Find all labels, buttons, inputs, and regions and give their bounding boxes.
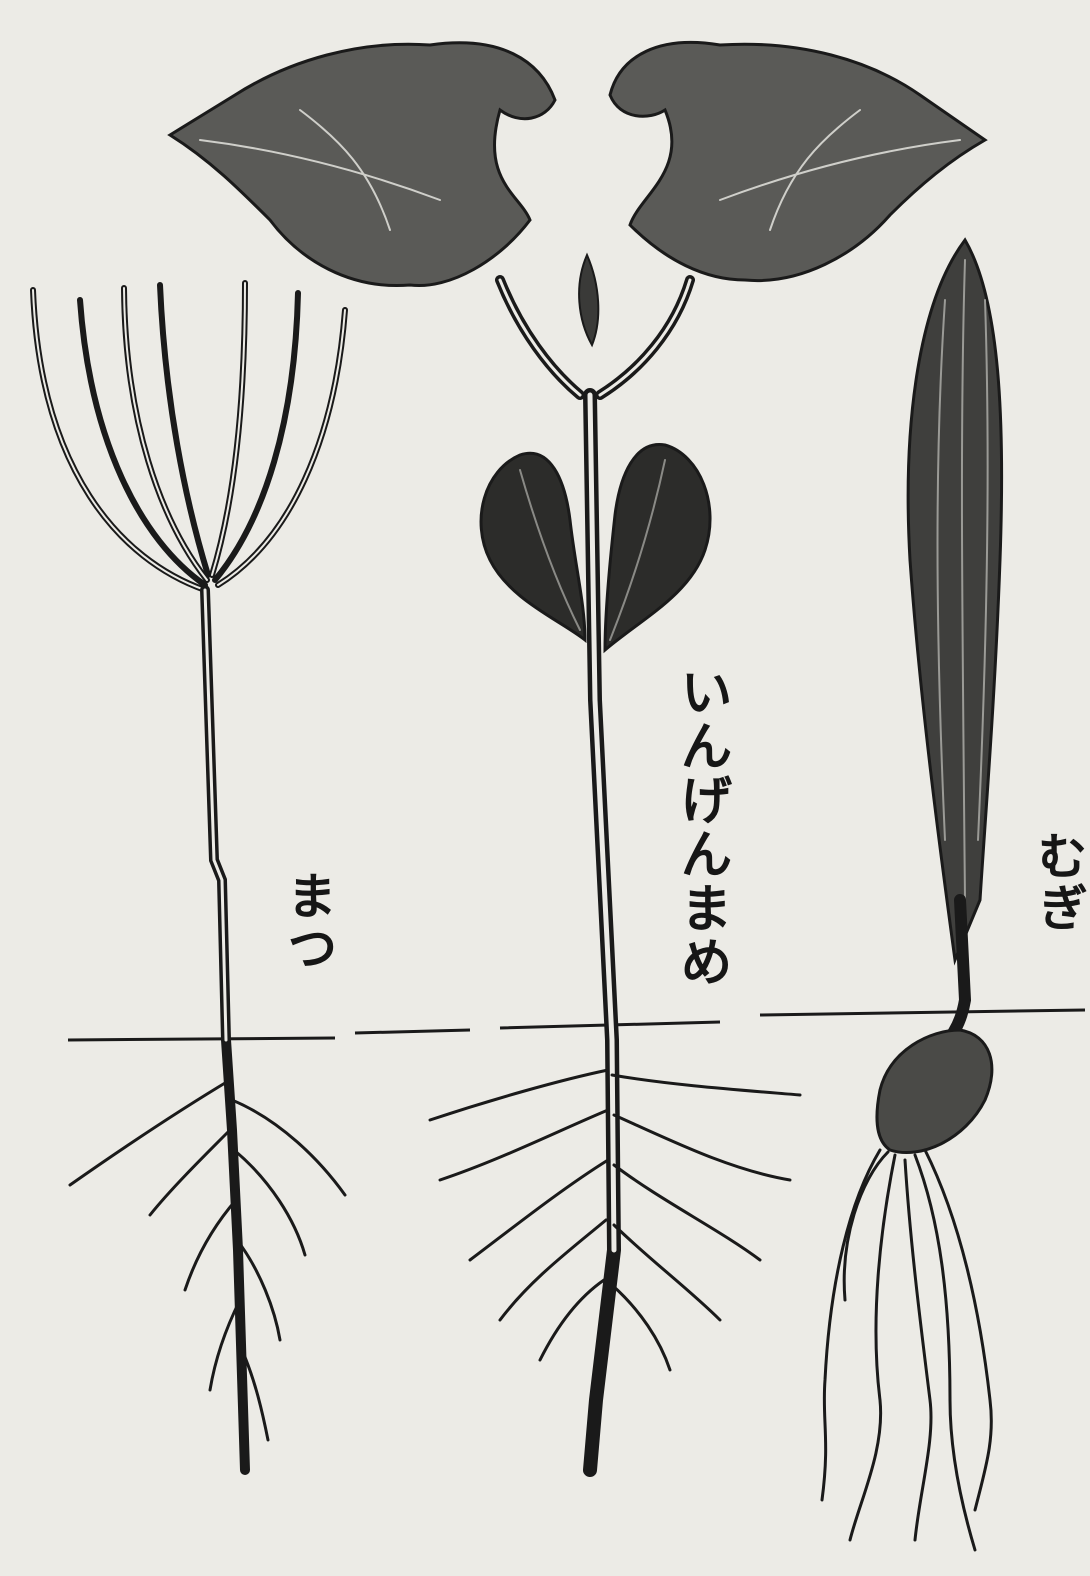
wheat-seed <box>877 1030 992 1153</box>
label-wheat: むぎ <box>1022 830 1090 934</box>
wheat-roots <box>822 1150 991 1550</box>
bean-cotyledon-right <box>605 445 710 650</box>
label-bean: いんげんまめ <box>664 665 739 989</box>
pine-needles <box>33 283 345 590</box>
wheat-leaf <box>908 240 1001 960</box>
label-pine: まつ <box>272 870 344 974</box>
wheat-seedling <box>822 240 1002 1550</box>
bean-seedling <box>170 42 985 1470</box>
bean-cotyledon-left <box>481 453 585 640</box>
bean-leaf-left <box>170 43 555 286</box>
pine-roots <box>70 1080 345 1440</box>
bean-leaf-right <box>610 42 985 280</box>
